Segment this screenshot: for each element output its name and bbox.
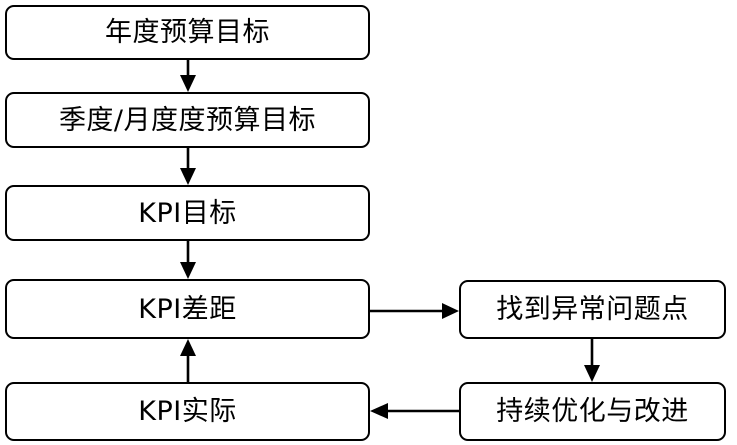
edge-kpi-gap-to-find-abnormal	[370, 303, 459, 319]
node-label-kpi-gap: KPI差距	[138, 293, 237, 325]
node-annual-budget-goal[interactable]: 年度预算目标	[5, 5, 370, 60]
node-label-quarterly-monthly-budget-goal: 季度/月度度预算目标	[58, 104, 317, 136]
node-label-kpi-actual: KPI实际	[138, 396, 237, 427]
edge-quarterly-to-kpi-goal	[180, 148, 196, 185]
node-continuous-optimization[interactable]: 持续优化与改进	[459, 382, 726, 441]
node-label-kpi-goal: KPI目标	[138, 197, 237, 229]
node-kpi-gap[interactable]: KPI差距	[5, 279, 370, 339]
edge-kpi-actual-to-kpi-gap	[180, 339, 196, 382]
node-label-annual-budget-goal: 年度预算目标	[105, 17, 270, 48]
edge-annual-to-quarterly	[180, 60, 196, 92]
node-quarterly-monthly-budget-goal[interactable]: 季度/月度度预算目标	[5, 92, 370, 148]
edge-find-abnormal-to-optimization	[584, 339, 600, 382]
node-kpi-goal[interactable]: KPI目标	[5, 185, 370, 241]
node-find-abnormal-issue[interactable]: 找到异常问题点	[459, 280, 726, 339]
node-label-continuous-optimization: 持续优化与改进	[496, 396, 689, 427]
node-label-find-abnormal-issue: 找到异常问题点	[496, 294, 689, 325]
edge-kpi-goal-to-kpi-gap	[180, 241, 196, 279]
edge-optimization-to-kpi-actual	[370, 403, 459, 419]
node-kpi-actual[interactable]: KPI实际	[5, 382, 370, 441]
